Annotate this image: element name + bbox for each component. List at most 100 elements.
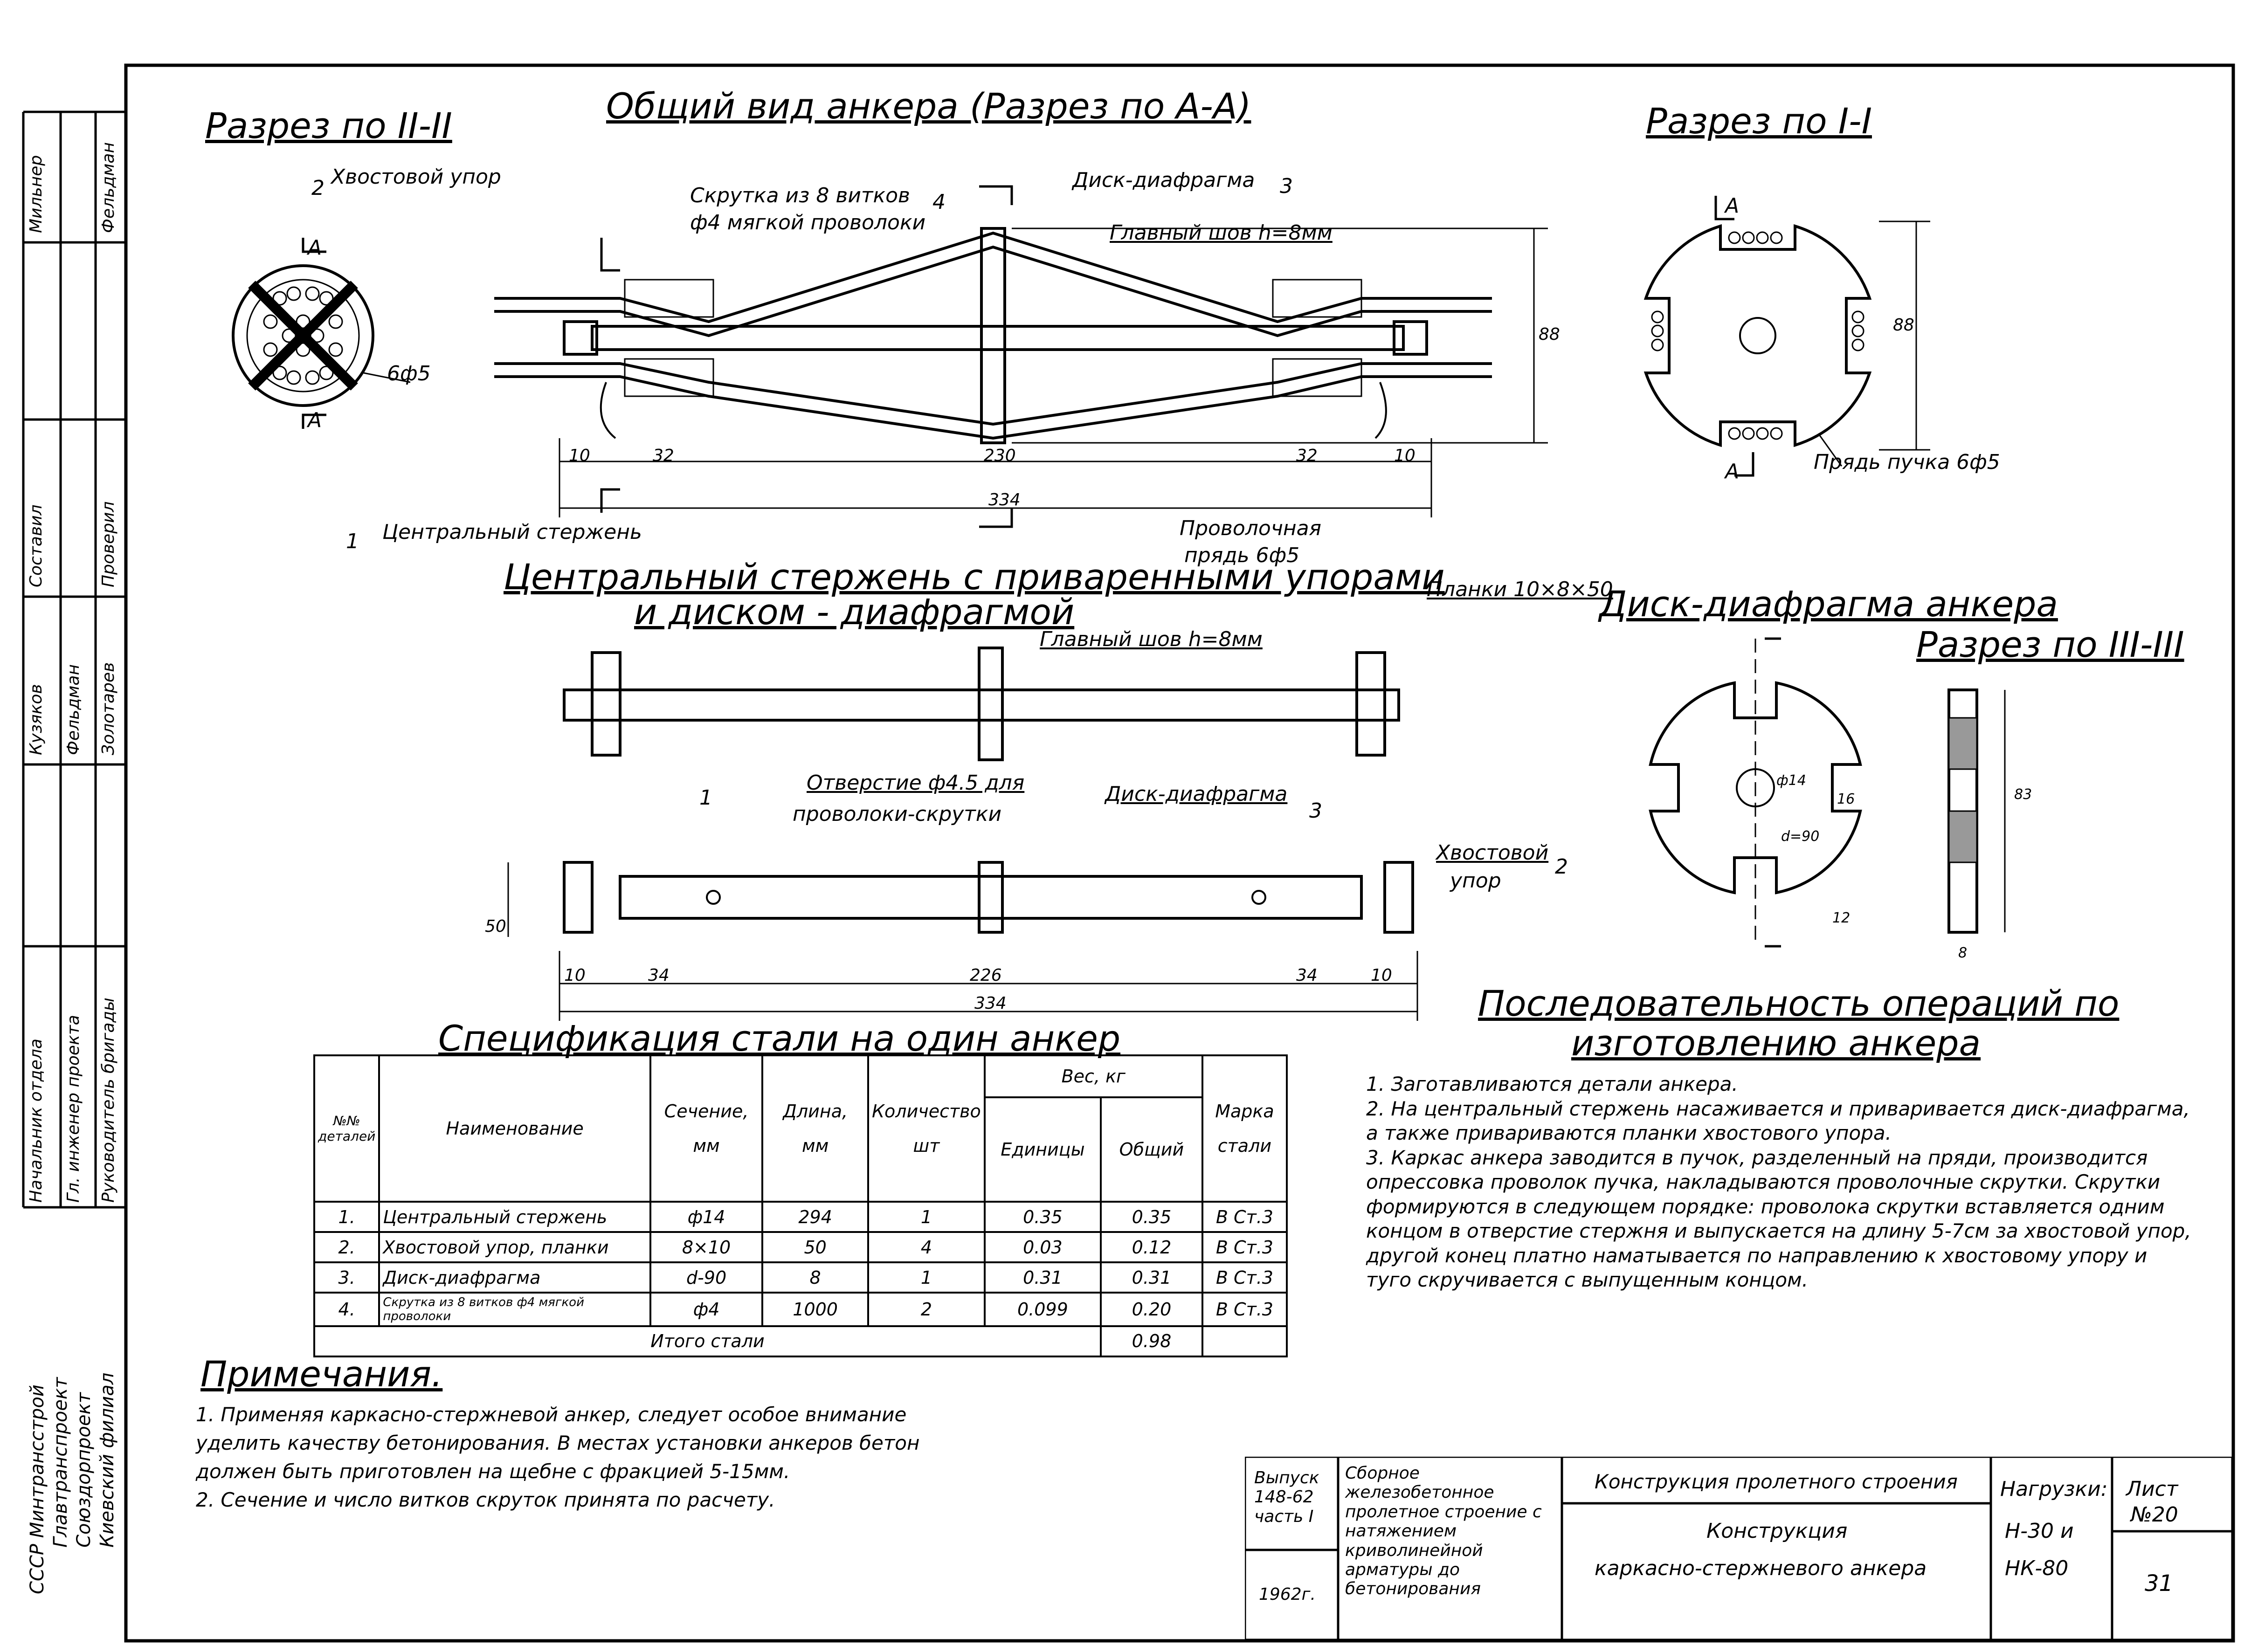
dim-334b: 334 — [974, 994, 1007, 1013]
label-hole-2: проволоки-скрутки — [793, 802, 1002, 826]
spec-table: №№ деталей Наименование Сечение,мм Длина… — [313, 1054, 1288, 1358]
operation-item: 3. Каркас анкера заводится в пучок, разд… — [1366, 1146, 2191, 1292]
spec-h-length: Длина,мм — [761, 1054, 870, 1203]
title-block-frame — [1245, 1457, 2233, 1641]
disk-diaphragm-drawing — [1649, 637, 2006, 948]
stamp-checked: Проверил — [99, 501, 118, 587]
label-twist: Скрутка из 8 витков — [690, 184, 910, 207]
stamp-name-3: Кузяков — [27, 684, 46, 755]
stamp-name-5: Золотарев — [99, 662, 118, 755]
stamp-org-4: Киевский филиал — [97, 1372, 118, 1548]
dim-d90: d=90 — [1781, 828, 1820, 845]
dim-88a: 88 — [1539, 325, 1560, 344]
label-wire-strand: Проволочная — [1180, 516, 1322, 540]
dim-12: 12 — [1832, 910, 1851, 926]
rod-title-2: и диском - диафрагмой — [634, 591, 1075, 633]
label-strand-bundle: Прядь пучка 6ф5 — [1814, 450, 2000, 474]
sec-a-left-bottom: А — [308, 408, 322, 432]
general-view-title: Общий вид анкера (Разрез по А-А) — [606, 85, 1251, 127]
stamp-name-1: Мильнер — [27, 155, 46, 233]
stamp-org-1: СССР Минтрансстрой — [27, 1384, 48, 1594]
note-item: 2. Сечение и число витков скруток принят… — [196, 1488, 775, 1511]
callout-3b: 3 — [1309, 799, 1322, 823]
dim-32b: 32 — [1296, 446, 1318, 465]
dim-10a: 10 — [569, 446, 590, 465]
spec-h-num: №№ деталей — [313, 1054, 380, 1203]
stamp-role-1: Начальник отдела — [27, 1039, 46, 1203]
disk-title: Диск-диафрагма анкера — [1599, 583, 2058, 625]
label-central-rod: Центральный стержень — [382, 520, 642, 544]
spec-h-weight: Вес, кг — [983, 1054, 1203, 1098]
section-2-drawing — [232, 238, 411, 429]
dim-16: 16 — [1837, 791, 1855, 807]
note-item: 1. Применяя каркасно-стержневой анкер, с… — [196, 1403, 920, 1483]
stamp-name-2: Фельдман — [99, 142, 118, 233]
section-2-title: Разрез по II-II — [205, 105, 452, 146]
tb-sheet-label: Лист — [2126, 1477, 2178, 1501]
spec-row: 4.Скрутка из 8 витков ф4 мягкой проволок… — [313, 1292, 1288, 1327]
dim-226: 226 — [970, 966, 1002, 985]
operations-list: 1. Заготавливаются детали анкера. 2. На … — [1366, 1072, 2196, 1293]
dim-34b: 34 — [1296, 966, 1318, 985]
section-1-drawing — [1643, 196, 1930, 477]
dim-50: 50 — [485, 917, 506, 936]
stamp-role-2: Гл. инженер проекта — [64, 1015, 83, 1203]
dim-10c: 10 — [564, 966, 586, 985]
label-disk-diaphragm-2: Диск-диафрагма — [1105, 782, 1288, 806]
dim-88b: 88 — [1893, 316, 1914, 335]
label-main-weld-2: Главный шов h=8мм — [1040, 627, 1263, 651]
label-disk-diaphragm: Диск-диафрагма — [1072, 168, 1255, 192]
rod-title-1: Центральный стержень с приваренными упор… — [504, 556, 1445, 598]
sec-a-bottom: А — [1725, 460, 1740, 483]
stamp-org-2: Главтранспроект — [50, 1377, 71, 1548]
callout-1: 1 — [346, 530, 359, 553]
spec-h-wtotal: Общий — [1100, 1096, 1203, 1203]
operations-title-2: изготовлению анкера — [1571, 1022, 1981, 1064]
label-tail-stop-2: Хвостовой — [1436, 841, 1549, 865]
label-six-phi5: 6ф5 — [387, 362, 431, 385]
label-wire-strand-2: прядь 6ф5 — [1184, 544, 1300, 567]
dim-34a: 34 — [648, 966, 670, 985]
stamp-composed: Составил — [27, 504, 46, 587]
tb-year: 1962г. — [1259, 1585, 1316, 1604]
spec-title: Спецификация стали на один анкер — [438, 1018, 1121, 1059]
stamp-role-3: Руководитель бригады — [99, 998, 118, 1203]
tb-header: Конструкция пролетного строения — [1595, 1470, 1958, 1493]
general-view-drawing — [494, 185, 1548, 528]
central-rod-drawing — [507, 647, 1418, 1021]
dim-334a: 334 — [988, 490, 1021, 509]
tb-series: Сборное железобетонное пролетное строени… — [1345, 1464, 1542, 1599]
label-tail-stop-3: упор — [1450, 869, 1501, 893]
tb-title-2: каркасно-стержневого анкера — [1595, 1556, 1927, 1580]
spec-h-section: Сечение,мм — [649, 1054, 764, 1203]
dim-32a: 32 — [653, 446, 674, 465]
callout-2: 2 — [311, 176, 325, 200]
tb-issue: Выпуск 148-62 часть I — [1254, 1468, 1319, 1526]
sec-a-left-top: А — [308, 236, 322, 260]
operations-title-1: Последовательность операций по — [1478, 983, 2120, 1024]
tb-title-1: Конструкция — [1706, 1519, 1848, 1543]
dim-10b: 10 — [1394, 446, 1416, 465]
callout-1b: 1 — [699, 786, 712, 810]
label-twist-wire: ф4 мягкой проволоки — [690, 211, 926, 234]
notes-title: Примечания. — [200, 1353, 443, 1395]
tb-loads-1: Н-30 и — [2005, 1519, 2074, 1543]
operation-item: 1. Заготавливаются детали анкера. — [1366, 1073, 1738, 1095]
callout-3: 3 — [1280, 174, 1293, 198]
dim-230: 230 — [984, 446, 1016, 465]
notes-list: 1. Применяя каркасно-стержневой анкер, с… — [196, 1401, 998, 1514]
label-plates: Планки 10×8×50 — [1427, 578, 1613, 601]
label-main-weld: Главный шов h=8мм — [1110, 221, 1333, 245]
spec-h-name: Наименование — [378, 1054, 651, 1203]
stamp-name-4: Фельдман — [64, 664, 83, 755]
sec-a-top: А — [1725, 194, 1740, 218]
dim-phi14: ф14 — [1776, 772, 1806, 789]
dim-10d: 10 — [1371, 966, 1392, 985]
callout-4: 4 — [932, 190, 946, 214]
